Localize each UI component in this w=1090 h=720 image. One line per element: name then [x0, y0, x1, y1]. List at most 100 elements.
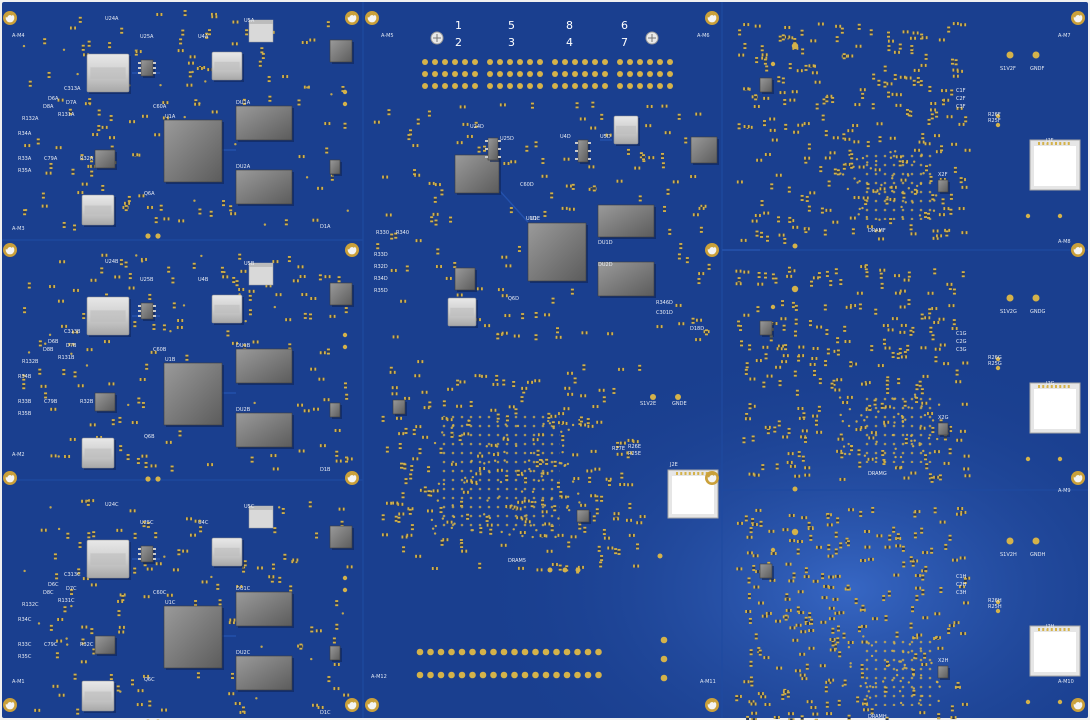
smd-body	[81, 44, 85, 51]
test-pad	[416, 671, 424, 679]
via	[263, 223, 267, 226]
smd-pad	[872, 77, 876, 80]
smd-pad	[853, 196, 856, 200]
smd-pad	[567, 545, 571, 548]
test-pad	[617, 59, 623, 65]
smd-part	[964, 148, 971, 152]
smd-pad	[440, 193, 444, 196]
smd-body	[870, 345, 874, 352]
smd-pad	[931, 307, 934, 311]
smd-body	[297, 99, 301, 106]
smd-part	[934, 347, 941, 351]
smd-pad	[627, 438, 630, 442]
smd-pad	[685, 261, 689, 264]
via	[163, 555, 166, 558]
smd-body	[188, 71, 192, 78]
smd-pad	[858, 165, 861, 169]
smd-part	[77, 384, 84, 388]
smd-part	[595, 495, 599, 502]
smd-part	[292, 558, 299, 562]
smd-pad	[328, 275, 331, 279]
smd-body	[616, 441, 620, 448]
smd-pad	[906, 344, 910, 347]
smd-pad	[522, 391, 526, 394]
smd-part	[636, 543, 640, 550]
smd-part	[337, 276, 341, 283]
smd-part	[408, 508, 412, 515]
smd-body	[449, 216, 453, 223]
smd-body	[140, 257, 147, 261]
smd-body	[597, 545, 601, 552]
smd-pad	[642, 160, 646, 163]
smd-part	[222, 200, 226, 207]
smd-body	[920, 346, 927, 350]
smd-body	[49, 285, 56, 289]
smd-body	[778, 380, 782, 387]
smd-body	[920, 63, 927, 67]
smd-part	[412, 457, 419, 461]
smd-pad	[600, 495, 604, 498]
smd-pad	[638, 369, 642, 371]
smd-body	[502, 379, 506, 386]
test-pad	[527, 83, 533, 89]
smd-body	[749, 404, 756, 408]
smd-part	[544, 313, 551, 317]
smd-pad	[496, 417, 500, 420]
smd-pad	[87, 536, 91, 539]
smd-pad	[884, 346, 887, 350]
smd-part	[551, 562, 558, 566]
smd-part	[907, 110, 911, 117]
smd-pad	[928, 473, 932, 476]
smd-part	[55, 573, 59, 580]
smd-pad	[825, 275, 829, 277]
via	[273, 305, 277, 309]
smd-pad	[517, 500, 520, 504]
smd-part	[827, 180, 831, 187]
smd-part	[755, 230, 759, 237]
via	[485, 445, 488, 448]
smd-body	[928, 308, 932, 315]
smd-body	[837, 437, 844, 441]
smd-body	[804, 156, 811, 160]
smd-pad	[90, 632, 94, 635]
smd-pad	[495, 379, 499, 381]
smd-pad	[765, 69, 769, 72]
smd-pad	[439, 183, 441, 187]
smd-body	[335, 459, 342, 463]
smd-body	[427, 110, 431, 117]
smd-part	[334, 428, 341, 432]
smd-pad	[597, 550, 601, 552]
smd-pad	[858, 465, 862, 468]
smd-pad	[272, 260, 275, 264]
smd-body	[946, 115, 953, 119]
smd-body	[786, 460, 793, 464]
smd-pad	[505, 255, 508, 259]
smd-pad	[620, 472, 624, 475]
smd-pad	[948, 448, 952, 451]
smd-pad	[328, 122, 331, 126]
smd-pad	[743, 42, 747, 45]
smd-part	[81, 625, 88, 629]
smd-pad	[947, 30, 951, 33]
smd-body	[66, 532, 70, 539]
smd-body	[194, 102, 201, 106]
smd-body	[807, 205, 811, 212]
smd-pad	[815, 107, 819, 110]
smd-body	[162, 101, 169, 105]
smd-part	[815, 103, 819, 110]
smd-body	[949, 208, 953, 215]
smd-pad	[320, 629, 322, 633]
smd-pad	[836, 349, 840, 352]
smd-part	[297, 265, 304, 269]
smd-pad	[471, 480, 474, 484]
smd-pad	[782, 344, 784, 348]
smd-body	[332, 637, 336, 644]
smd-pad	[112, 382, 115, 386]
smd-part	[413, 169, 417, 176]
smd-pad	[423, 406, 426, 410]
smd-pad	[194, 604, 198, 607]
smd-body	[137, 689, 144, 693]
smd-pad	[68, 112, 72, 115]
smd-pad	[416, 118, 420, 121]
smd-pad	[87, 532, 91, 535]
